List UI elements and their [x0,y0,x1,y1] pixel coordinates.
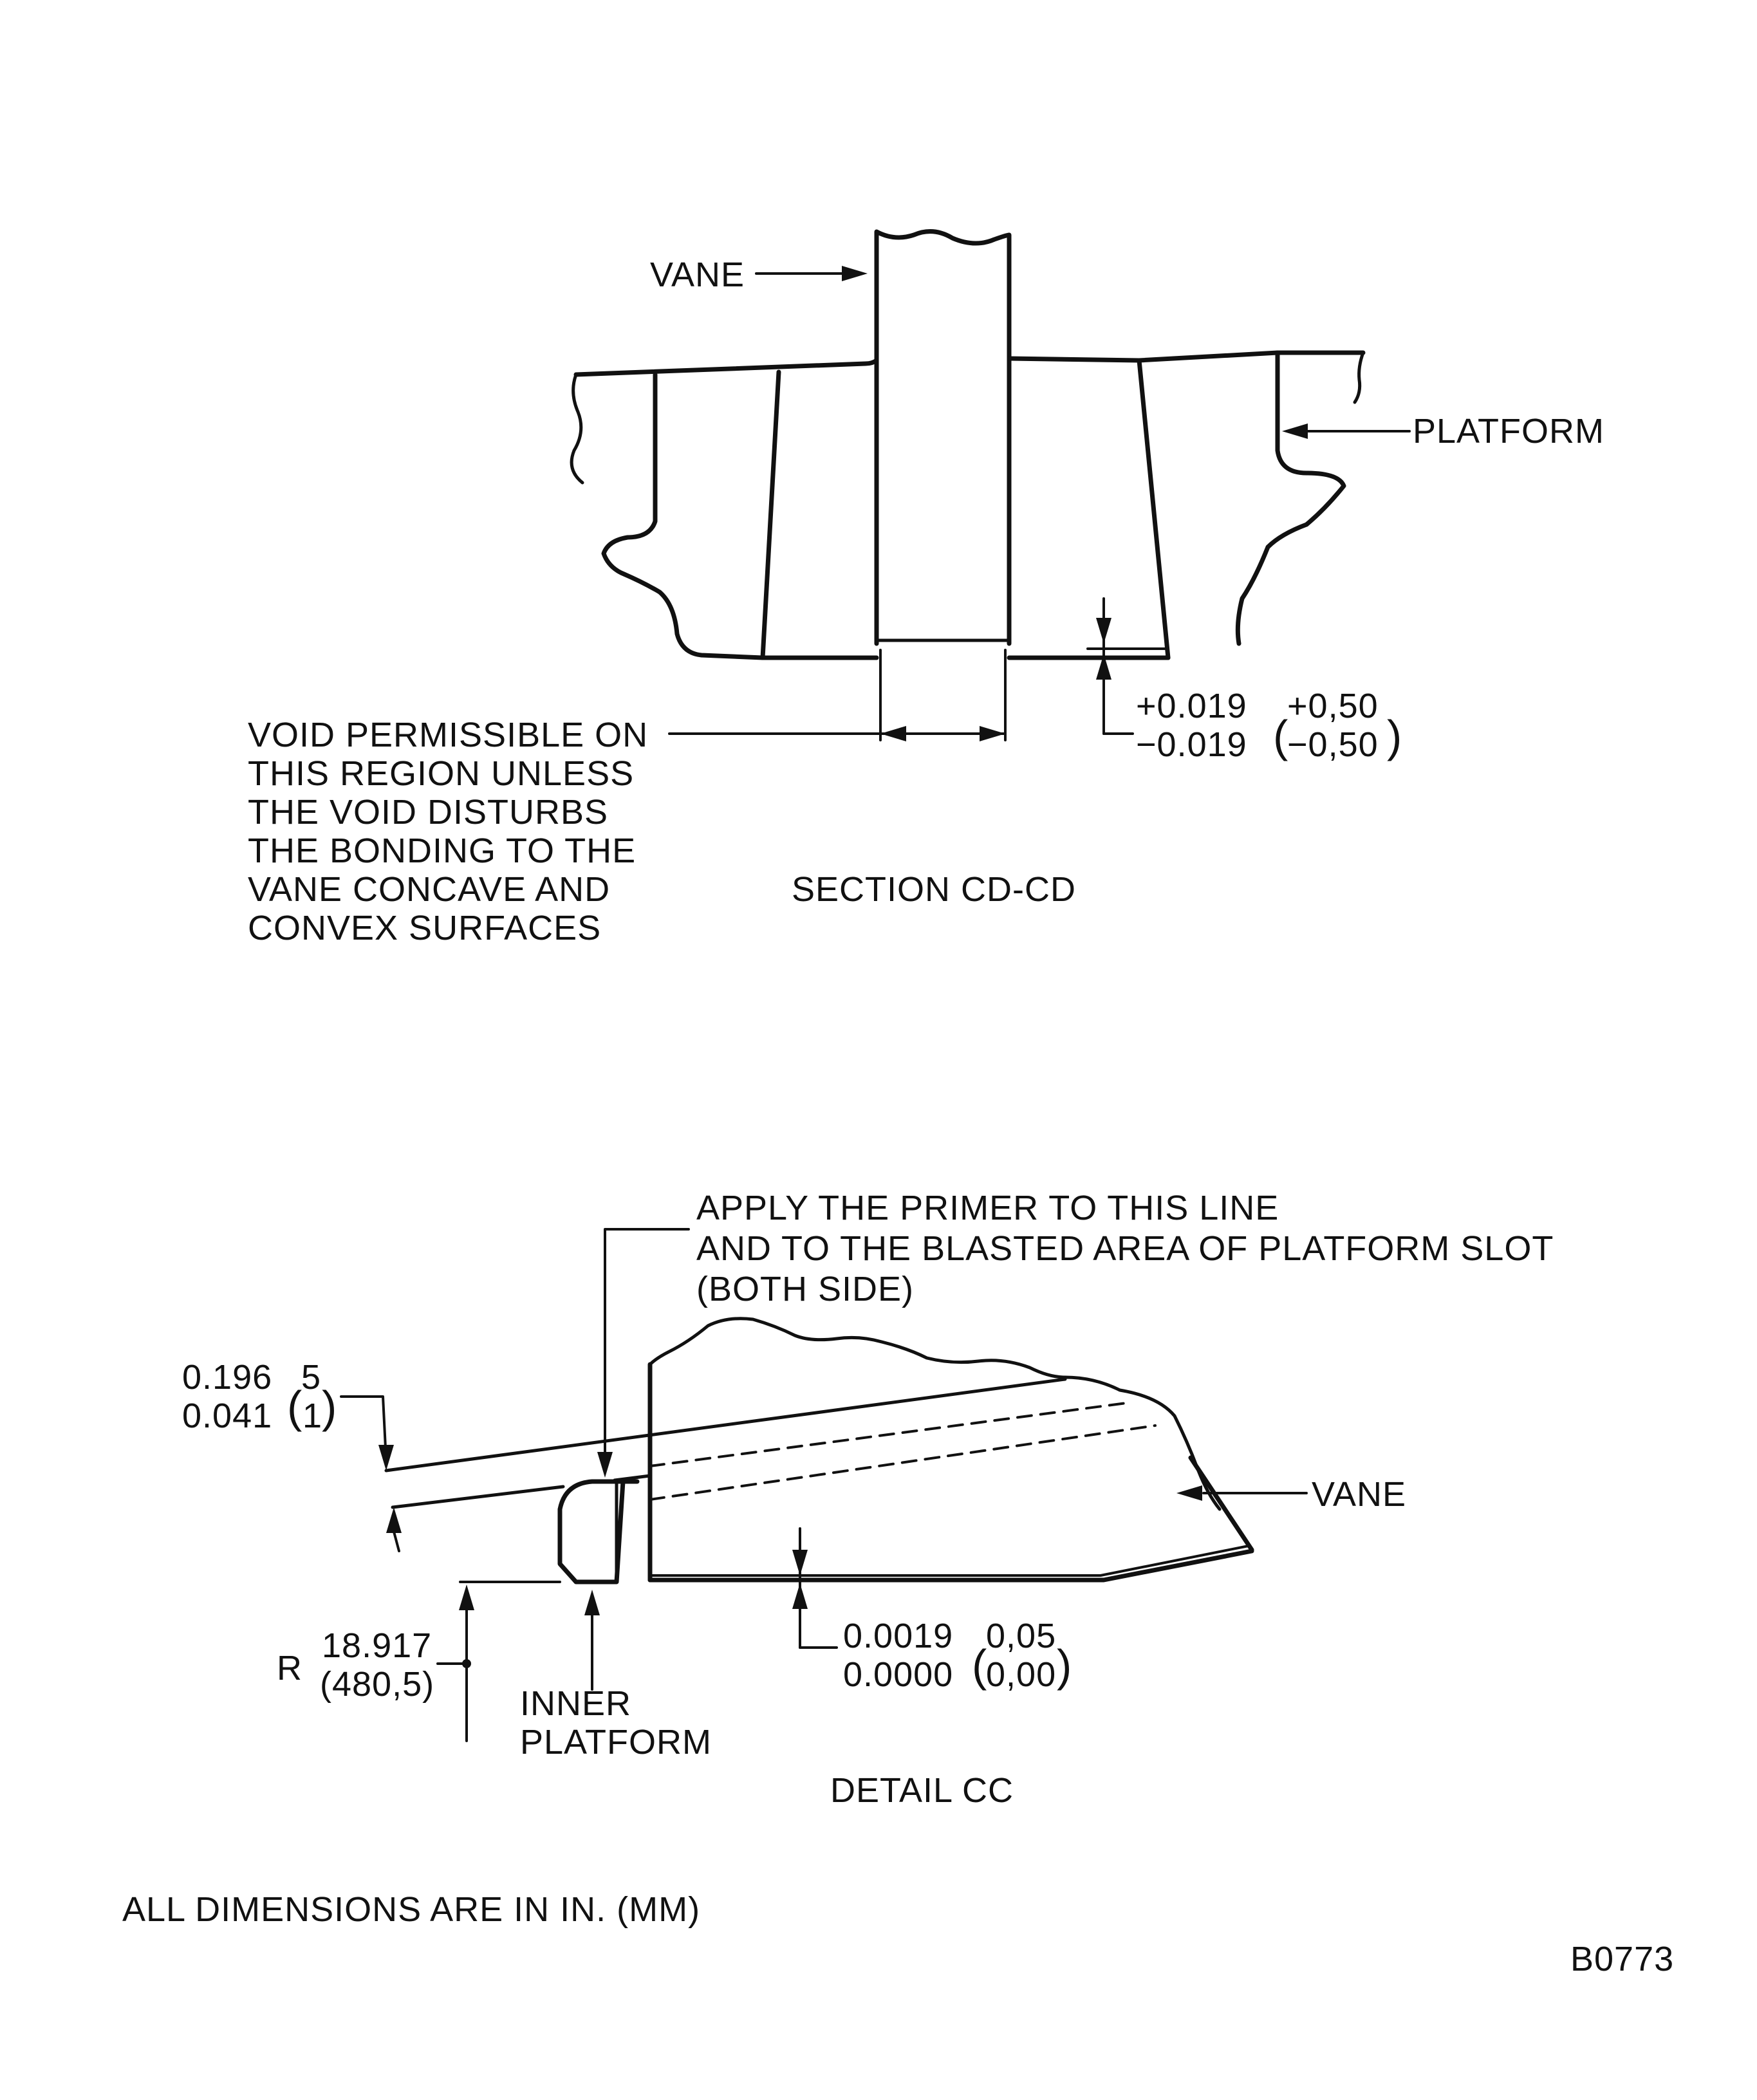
radius-mm: (480,5) [320,1665,434,1704]
slot-left-taper [760,369,781,660]
detail-vane-right-edge [1188,1455,1254,1552]
gap-paren-open: ( [972,1640,987,1691]
gap-in-upper: 0.0019 [843,1617,953,1655]
offset-ext-lower [393,1530,400,1552]
offset-paren-close: ) [322,1382,337,1432]
platform-top-left [573,358,879,377]
detail-title: DETAIL CC [830,1771,1014,1810]
primer-note-line: AND TO THE BLASTED AREA OF PLATFORM SLOT [696,1229,1554,1268]
platform-arrow [1282,423,1308,439]
hidden-line-upper [649,1402,1128,1467]
void-note-line: VANE CONCAVE AND [248,870,610,909]
gap-paren-close: ) [1057,1640,1072,1691]
gap-mm-lower: 0,00 [986,1655,1056,1694]
void-arrow-left [880,726,906,741]
offset-mm-upper: 5 [301,1358,321,1397]
offset-in-lower: 0.041 [182,1397,272,1435]
primer-note-line: (BOTH SIDE) [696,1270,914,1308]
primer-arrow [597,1452,613,1478]
hidden-line-lower [649,1424,1157,1501]
tol-mm-lower: −0,50 [1287,725,1379,764]
platform-right-wall [1235,350,1346,646]
offset-arrow-down [378,1445,394,1471]
tol-in-upper: +0.019 [1136,687,1247,725]
void-note-line: VOID PERMISSIBLE ON [248,716,648,754]
tol-arrow-up [1096,654,1111,680]
tol-paren-close: ) [1387,711,1402,761]
offset-in-upper: 0.196 [182,1358,272,1397]
primer-note: APPLY THE PRIMER TO THIS LINE AND TO THE… [696,1189,1554,1308]
tol-paren-open: ( [1273,711,1288,761]
section-vane-outline [874,229,1012,646]
primer-line-lower [391,1485,565,1509]
platform-right-break [1353,351,1365,404]
tol-arrow-down [1096,618,1111,644]
radius-arrow [459,1584,474,1610]
offset-arrow-up [386,1507,402,1533]
void-note: VOID PERMISSIBLE ON THIS REGION UNLESS T… [248,716,648,947]
offset-leader [340,1395,387,1462]
inner-platform-label-line: INNER [520,1684,631,1723]
detail-cc-view: APPLY THE PRIMER TO THIS LINE AND TO THE… [182,1189,1554,1810]
detail-vane-label: VANE [1312,1475,1406,1514]
inner-platform-outline [557,1479,640,1584]
void-note-line: THE BONDING TO THE [248,832,636,870]
void-note-line: THE VOID DISTURBS [248,793,608,832]
section-title: SECTION CD-CD [792,870,1076,909]
gap-arrow-down [792,1550,808,1575]
detail-vane-arrow [1176,1485,1202,1501]
platform-left-wall [601,372,765,660]
section-vane-arrow [842,266,868,281]
offset-mm-lower: 1 [302,1397,322,1435]
figure-id: B0773 [1570,1940,1674,1978]
units-note: ALL DIMENSIONS ARE IN IN. (MM) [122,1890,700,1929]
void-arrow-right [980,726,1005,741]
offset-paren-open: ( [287,1382,302,1432]
primer-leader [604,1228,690,1462]
section-vane-label: VANE [650,256,745,294]
platform-label: PLATFORM [1413,412,1604,451]
primer-note-line: APPLY THE PRIMER TO THIS LINE [696,1189,1279,1227]
section-cd-view: VANE PLATFORM VOID PERMISSIBLE ON THIS R… [248,229,1604,947]
tol-in-lower: −0.019 [1136,725,1247,764]
gap-arrow-up [792,1583,808,1609]
gap-in-lower: 0.0000 [843,1655,953,1694]
radius-in: 18.917 [322,1626,432,1665]
platform-left-break [570,373,584,485]
void-note-line: CONVEX SURFACES [248,909,601,947]
detail-vane-top-break [648,1317,1222,1511]
tol-mm-upper: +0,50 [1287,687,1379,725]
radius-prefix: R [277,1649,302,1687]
inner-platform-arrow [584,1590,600,1615]
slot-right-taper [1137,358,1171,660]
inner-platform-label-line: PLATFORM [520,1723,712,1761]
primer-line-upper [384,1377,1067,1473]
gap-mm-upper: 0,05 [986,1617,1056,1655]
platform-top-right [1007,350,1366,363]
void-note-line: THIS REGION UNLESS [248,754,634,793]
